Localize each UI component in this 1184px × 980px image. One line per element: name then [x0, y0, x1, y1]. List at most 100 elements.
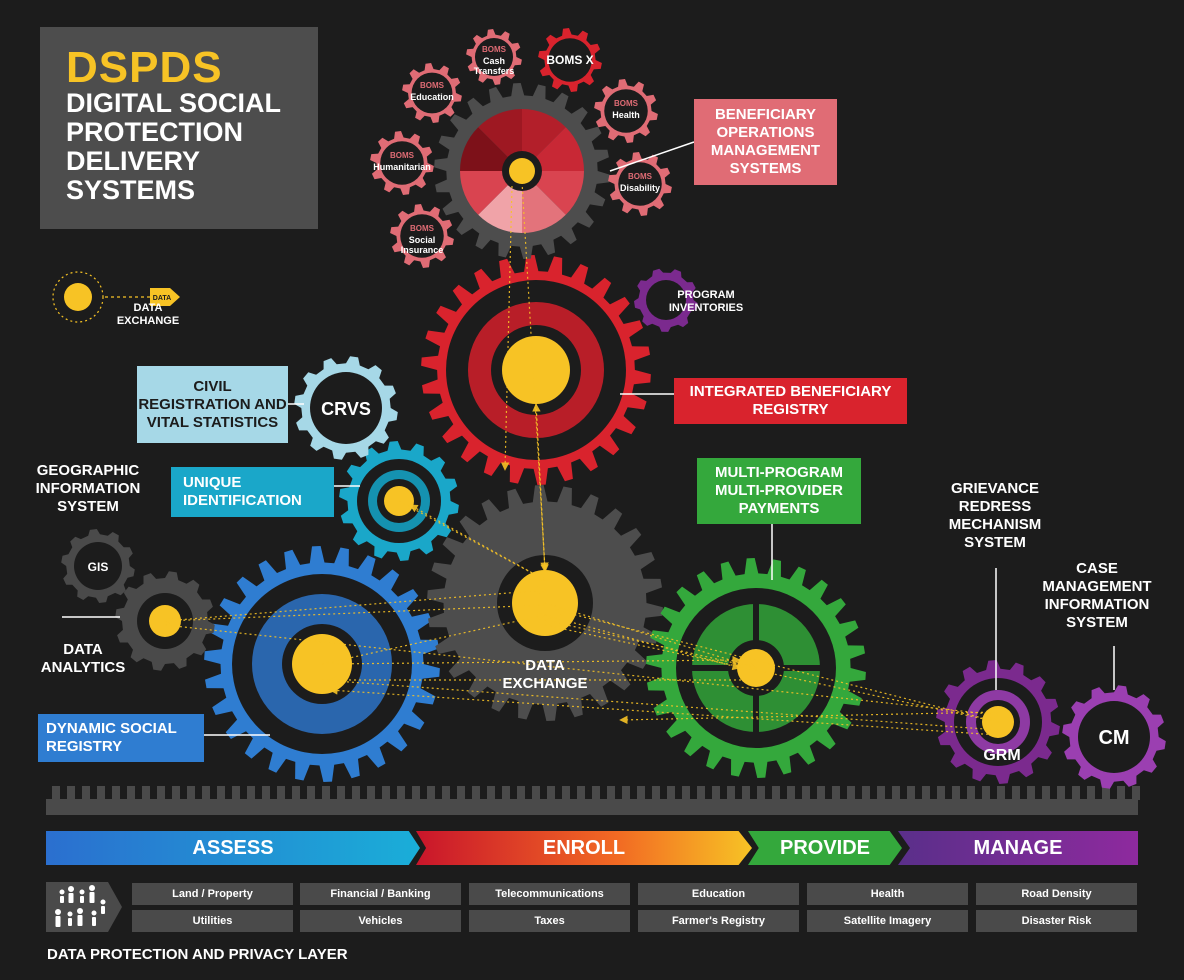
- boms-prefix: BOMS: [628, 172, 653, 181]
- grm-full-label: GRIEVANCE REDRESS MECHANISM SYSTEM: [948, 480, 1042, 551]
- data-exchange-arrow: [544, 602, 757, 670]
- rack-tooth: [1072, 786, 1080, 800]
- data-source-cell: Satellite Imagery: [807, 910, 968, 932]
- cm-gear-label: CM: [1098, 727, 1129, 749]
- rack-tooth: [667, 786, 675, 800]
- boms-satellite-label: Education: [410, 92, 454, 102]
- boms-satellite-hub: [411, 72, 453, 114]
- rack-tooth: [157, 786, 165, 800]
- program-inventories-hub: [646, 280, 686, 320]
- rack-tooth: [982, 786, 990, 800]
- boms-satellite-hub: [400, 214, 444, 258]
- dsr-label: DYNAMIC SOCIAL REGISTRY: [38, 714, 204, 762]
- legend-tag: [150, 288, 180, 306]
- boms-satellite-label: Health: [612, 110, 640, 120]
- legend-ring: [52, 271, 104, 323]
- rack-tooth: [412, 786, 420, 800]
- boms-satellite-label: Disability: [620, 183, 660, 193]
- rack-tooth: [922, 786, 930, 800]
- rack-tooth: [82, 786, 90, 800]
- rack-tooth: [487, 786, 495, 800]
- boms-satellite-hub: [604, 89, 648, 133]
- rack-tooth: [817, 786, 825, 800]
- rack-tooth: [1027, 786, 1035, 800]
- rack-tooth: [682, 786, 690, 800]
- boms-satellite-hub: [380, 141, 424, 185]
- rack-tooth: [547, 786, 555, 800]
- rack-tooth: [322, 786, 330, 800]
- rack-tooth: [862, 786, 870, 800]
- gis-gear-label: GIS: [88, 560, 109, 574]
- rack-tooth: [637, 786, 645, 800]
- data-source-cell: Land / Property: [132, 883, 293, 905]
- rack-tooth: [577, 786, 585, 800]
- rack-tooth: [652, 786, 660, 800]
- legend-tag-text: DATA: [153, 295, 171, 302]
- data-exchange-arrow: [164, 604, 546, 625]
- rack-tooth: [892, 786, 900, 800]
- rack-tooth: [292, 786, 300, 800]
- boms-label: BENEFICIARY OPERATIONS MANAGEMENT SYSTEM…: [694, 99, 837, 185]
- rack-tooth: [742, 786, 750, 800]
- data-exchange-arrow: [544, 624, 999, 725]
- title-text: DIGITAL SOCIAL PROTECTION DELIVERY SYSTE…: [66, 88, 281, 205]
- people-icon: [46, 882, 124, 932]
- phase-enroll: ENROLL: [416, 831, 752, 865]
- analytics-label: DATA ANALYTICS: [40, 641, 126, 676]
- rack-tooth: [517, 786, 525, 800]
- rack-tooth: [997, 786, 1005, 800]
- data-source-cell: Telecommunications: [469, 883, 630, 905]
- data-source-cell: Financial / Banking: [300, 883, 461, 905]
- rack-tooth: [352, 786, 360, 800]
- gis-hub: [74, 542, 122, 590]
- footer-label: DATA PROTECTION AND PRIVACY LAYER: [47, 946, 348, 963]
- rack-tooth: [142, 786, 150, 800]
- rack-tooth: [232, 786, 240, 800]
- data-exchange-arrow: [164, 586, 546, 622]
- boms-prefix: BOMS: [390, 151, 415, 160]
- rack-tooth: [1057, 786, 1065, 800]
- rack-tooth: [262, 786, 270, 800]
- gis-full-label: GEOGRAPHIC INFORMATION SYSTEM: [35, 462, 141, 515]
- rack-tooth: [937, 786, 945, 800]
- rack-tooth: [847, 786, 855, 800]
- data-source-cell: Vehicles: [300, 910, 461, 932]
- legend-label: DATA EXCHANGE: [116, 302, 180, 327]
- rack-tooth: [607, 786, 615, 800]
- data-source-cell: Farmer's Registry: [638, 910, 799, 932]
- rack-tooth: [832, 786, 840, 800]
- rack-tooth: [907, 786, 915, 800]
- rack-tooth: [1102, 786, 1110, 800]
- rack-tooth: [757, 786, 765, 800]
- boms-satellite-label: Humanitarian: [373, 162, 431, 172]
- rack-tooth: [307, 786, 315, 800]
- rack-tooth: [67, 786, 75, 800]
- rack-tooth: [247, 786, 255, 800]
- rack-tooth: [1042, 786, 1050, 800]
- rack-tooth: [427, 786, 435, 800]
- rack-tooth: [1012, 786, 1020, 800]
- grm-gear-label: GRM: [983, 747, 1020, 764]
- rack-tooth: [112, 786, 120, 800]
- rack-tooth: [217, 786, 225, 800]
- rack-tooth: [367, 786, 375, 800]
- rack-tooth: [727, 786, 735, 800]
- boms-prefix: BOMS: [420, 81, 445, 90]
- title-acronym: DSPDS: [66, 43, 223, 92]
- cm-hub: [1078, 701, 1150, 773]
- leader-line: [609, 141, 695, 172]
- title-panel: DSPDS DIGITAL SOCIAL PROTECTION DELIVERY…: [40, 27, 318, 229]
- rack-tooth: [1087, 786, 1095, 800]
- rack-base: [46, 799, 1138, 815]
- rack-tooth: [442, 786, 450, 800]
- rack-tooth: [952, 786, 960, 800]
- rack-tooth: [187, 786, 195, 800]
- boms-prefix: BOMS: [482, 45, 507, 54]
- data-exchange-arrow: [544, 617, 757, 669]
- boms-satellite-hub: [618, 162, 662, 206]
- boms-x-label: BOMS X: [546, 53, 593, 67]
- data-source-cell: Road Density: [976, 883, 1137, 905]
- rack-tooth: [472, 786, 480, 800]
- boms-prefix: BOMS: [410, 224, 435, 233]
